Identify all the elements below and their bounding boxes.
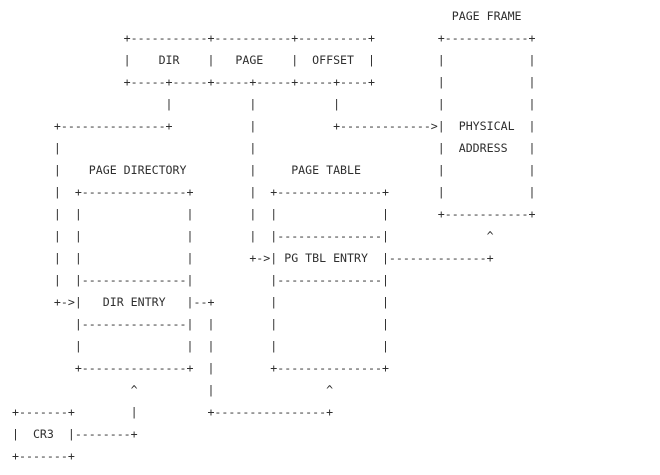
label-physical: +---------------+ | +------------->| PHY…: [12, 119, 536, 133]
tables-row-4: | |---------------| |---------------|: [12, 273, 389, 287]
linear-address-box-top: +-----------+-----------+----------+ +--…: [12, 31, 536, 45]
label-page-frame: PAGE FRAME: [12, 9, 522, 23]
table-labels: | PAGE DIRECTORY | PAGE TABLE | |: [12, 163, 536, 177]
tables-row-2: | | | | |---------------| ^: [12, 229, 494, 243]
page-table-entry-row: | | | +->| PG TBL ENTRY |--------------+: [12, 251, 494, 265]
tables-row-7: | | | | |: [12, 339, 389, 353]
tables-bottom-border: +---------------+ | +---------------+: [12, 361, 389, 375]
tables-top-border: | +---------------+ | +---------------+ …: [12, 185, 536, 199]
cr3-box-bottom: +-------+: [12, 449, 75, 463]
linear-address-fields: | DIR | PAGE | OFFSET | | |: [12, 53, 536, 67]
linear-address-box-bottom: +-----+-----+-----+-----+-----+----+ | |: [12, 75, 536, 89]
tables-row-6: |---------------| | | |: [12, 317, 389, 331]
tables-row-1: | | | | | | +------------+: [12, 207, 536, 221]
connector-row-1: | | | | |: [12, 97, 536, 111]
arrows-up: ^ | ^: [12, 383, 334, 397]
cr3-register: | CR3 |--------+: [12, 427, 138, 441]
label-address: | | | ADDRESS |: [12, 141, 536, 155]
cr3-box-top: +-------+ | +----------------+: [12, 405, 334, 419]
dir-entry-row: +->| DIR ENTRY |--+ | |: [12, 295, 389, 309]
